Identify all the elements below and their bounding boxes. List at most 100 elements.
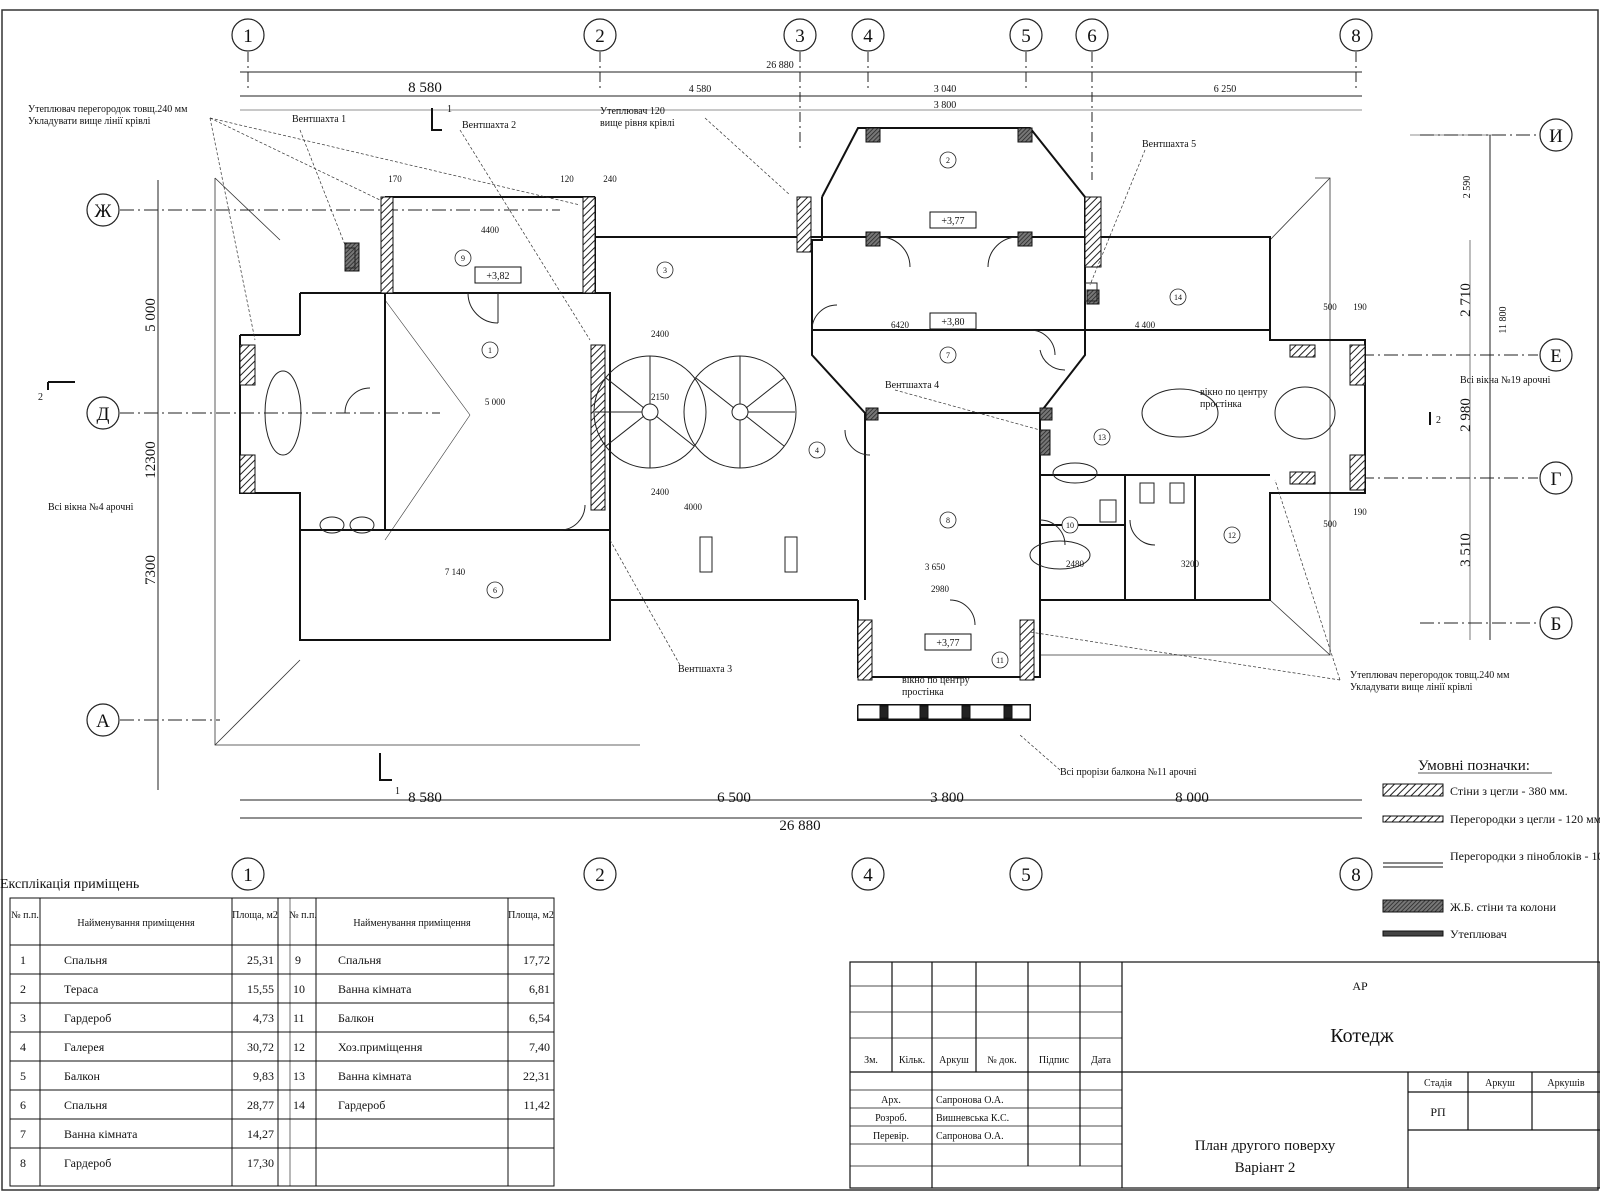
svg-text:+3,80: +3,80 bbox=[941, 317, 964, 328]
svg-text:Дата: Дата bbox=[1091, 1055, 1111, 1066]
svg-text:8: 8 bbox=[946, 516, 950, 525]
svg-text:Котедж: Котедж bbox=[1330, 1025, 1394, 1047]
axis-bubble: 1 bbox=[231, 18, 265, 52]
svg-text:30,72: 30,72 bbox=[247, 1040, 274, 1054]
svg-text:1: 1 bbox=[243, 865, 253, 886]
axis-bubble: 1 bbox=[231, 857, 265, 891]
svg-text:Експлікація приміщень: Експлікація приміщень bbox=[0, 877, 139, 892]
svg-text:простінка: простінка bbox=[1200, 399, 1242, 410]
svg-text:8 000: 8 000 bbox=[1175, 790, 1209, 806]
svg-text:Площа, м2: Площа, м2 bbox=[232, 910, 278, 921]
annotations: Утеплювач перегородок товщ.240 мм Укладу… bbox=[28, 104, 1551, 778]
svg-text:4: 4 bbox=[863, 865, 873, 886]
axis-bubble: И bbox=[1539, 118, 1573, 152]
table-row: Перевір.Сапронова О.А. bbox=[873, 1131, 1004, 1142]
svg-text:вікно по центру: вікно по центру bbox=[1200, 387, 1268, 398]
svg-text:4: 4 bbox=[20, 1040, 26, 1054]
svg-text:12: 12 bbox=[293, 1040, 305, 1054]
svg-text:12: 12 bbox=[1228, 531, 1236, 540]
svg-text:2: 2 bbox=[946, 156, 950, 165]
brick-walls bbox=[239, 196, 1366, 681]
axis-bubble: 6 bbox=[1075, 18, 1109, 52]
axis-bubble: Б bbox=[1539, 606, 1573, 640]
svg-text:Балкон: Балкон bbox=[64, 1069, 101, 1083]
svg-text:1: 1 bbox=[243, 26, 253, 47]
svg-text:8 580: 8 580 bbox=[408, 80, 442, 96]
axis-bubble: 8 bbox=[1339, 18, 1373, 52]
svg-text:14: 14 bbox=[293, 1098, 305, 1112]
svg-text:26 880: 26 880 bbox=[779, 818, 820, 834]
svg-text:14: 14 bbox=[1174, 293, 1182, 302]
svg-text:Утеплювач 120: Утеплювач 120 bbox=[600, 106, 665, 117]
svg-text:2: 2 bbox=[1436, 415, 1441, 426]
svg-text:Е: Е bbox=[1550, 346, 1562, 367]
svg-text:Зм.: Зм. bbox=[864, 1055, 878, 1066]
svg-text:4000: 4000 bbox=[684, 502, 703, 512]
svg-text:Аркуш: Аркуш bbox=[1485, 1078, 1515, 1089]
svg-text:10: 10 bbox=[1066, 521, 1074, 530]
svg-text:8: 8 bbox=[20, 1156, 26, 1170]
svg-text:И: И bbox=[1549, 126, 1563, 147]
svg-text:1: 1 bbox=[488, 346, 492, 355]
concrete-columns bbox=[344, 127, 1100, 456]
svg-text:План другого поверху: План другого поверху bbox=[1195, 1138, 1336, 1154]
svg-text:4: 4 bbox=[815, 446, 819, 455]
svg-text:Д: Д bbox=[97, 404, 110, 425]
svg-text:РП: РП bbox=[1430, 1105, 1446, 1119]
title-block: АР Котедж План другого поверху Варіант 2… bbox=[849, 961, 1600, 1189]
svg-text:120: 120 bbox=[560, 174, 574, 184]
svg-text:Вентшахта 5: Вентшахта 5 bbox=[1142, 139, 1196, 150]
inner-dimensions: 4400 5 000 7 140 2400 2150 2400 4000 642… bbox=[388, 174, 1367, 594]
axis-bubble: Д bbox=[86, 396, 120, 430]
axis-bubble: 4 bbox=[851, 18, 885, 52]
svg-text:+3,77: +3,77 bbox=[936, 638, 959, 649]
svg-text:7: 7 bbox=[20, 1127, 26, 1141]
svg-text:8: 8 bbox=[1351, 26, 1361, 47]
section-marks bbox=[47, 108, 1431, 781]
svg-text:7,40: 7,40 bbox=[529, 1040, 550, 1054]
svg-text:3 650: 3 650 bbox=[925, 562, 946, 572]
legend: Умовні позначки: Стіни з цегли - 380 мм.… bbox=[1382, 758, 1600, 941]
svg-text:6420: 6420 bbox=[891, 320, 910, 330]
svg-text:14,27: 14,27 bbox=[247, 1127, 274, 1141]
svg-text:3200: 3200 bbox=[1181, 559, 1200, 569]
svg-text:Перегородки з цегли - 120 мм.: Перегородки з цегли - 120 мм. bbox=[1450, 812, 1600, 826]
svg-text:2980: 2980 bbox=[931, 584, 950, 594]
svg-text:3: 3 bbox=[20, 1011, 26, 1025]
axis-bubble: 5 bbox=[1009, 18, 1043, 52]
svg-text:2: 2 bbox=[38, 392, 43, 403]
svg-text:Б: Б bbox=[1551, 614, 1562, 635]
svg-text:Вентшахта 1: Вентшахта 1 bbox=[292, 114, 346, 125]
svg-text:240: 240 bbox=[603, 174, 617, 184]
svg-text:13: 13 bbox=[293, 1069, 305, 1083]
axis-bubble: 3 bbox=[783, 18, 817, 52]
svg-text:Ж: Ж bbox=[94, 201, 112, 222]
svg-text:9: 9 bbox=[295, 953, 301, 967]
spiral-staircase bbox=[593, 355, 797, 469]
axis-bubble: 5 bbox=[1009, 857, 1043, 891]
svg-text:Ж.Б. стіни та колони: Ж.Б. стіни та колони bbox=[1450, 900, 1557, 914]
svg-text:вище рівня крівлі: вище рівня крівлі bbox=[600, 118, 675, 129]
svg-text:170: 170 bbox=[388, 174, 402, 184]
explication-table: Експлікація приміщень № п.п. Найменуванн… bbox=[0, 877, 555, 1187]
svg-text:Спальня: Спальня bbox=[64, 1098, 108, 1112]
svg-text:11 800: 11 800 bbox=[1498, 306, 1509, 333]
svg-text:5: 5 bbox=[20, 1069, 26, 1083]
svg-text:3: 3 bbox=[663, 266, 667, 275]
svg-text:5 000: 5 000 bbox=[143, 298, 159, 332]
level-markers: +3,77 +3,82 +3,80 +3,77 bbox=[474, 211, 977, 651]
svg-text:Кільк.: Кільк. bbox=[899, 1055, 925, 1066]
svg-text:Укладувати вище лінії крівлі: Укладувати вище лінії крівлі bbox=[28, 116, 151, 127]
svg-text:Спальня: Спальня bbox=[64, 953, 108, 967]
table-row: Розроб.Вишневська К.С. bbox=[875, 1113, 1009, 1124]
svg-text:1: 1 bbox=[395, 786, 400, 797]
svg-text:2: 2 bbox=[595, 865, 605, 886]
svg-text:Утеплювач перегородок товщ.240: Утеплювач перегородок товщ.240 мм bbox=[28, 104, 188, 115]
fixtures bbox=[264, 247, 1336, 573]
svg-text:Стіни з цегли - 380 мм.: Стіни з цегли - 380 мм. bbox=[1450, 784, 1568, 798]
